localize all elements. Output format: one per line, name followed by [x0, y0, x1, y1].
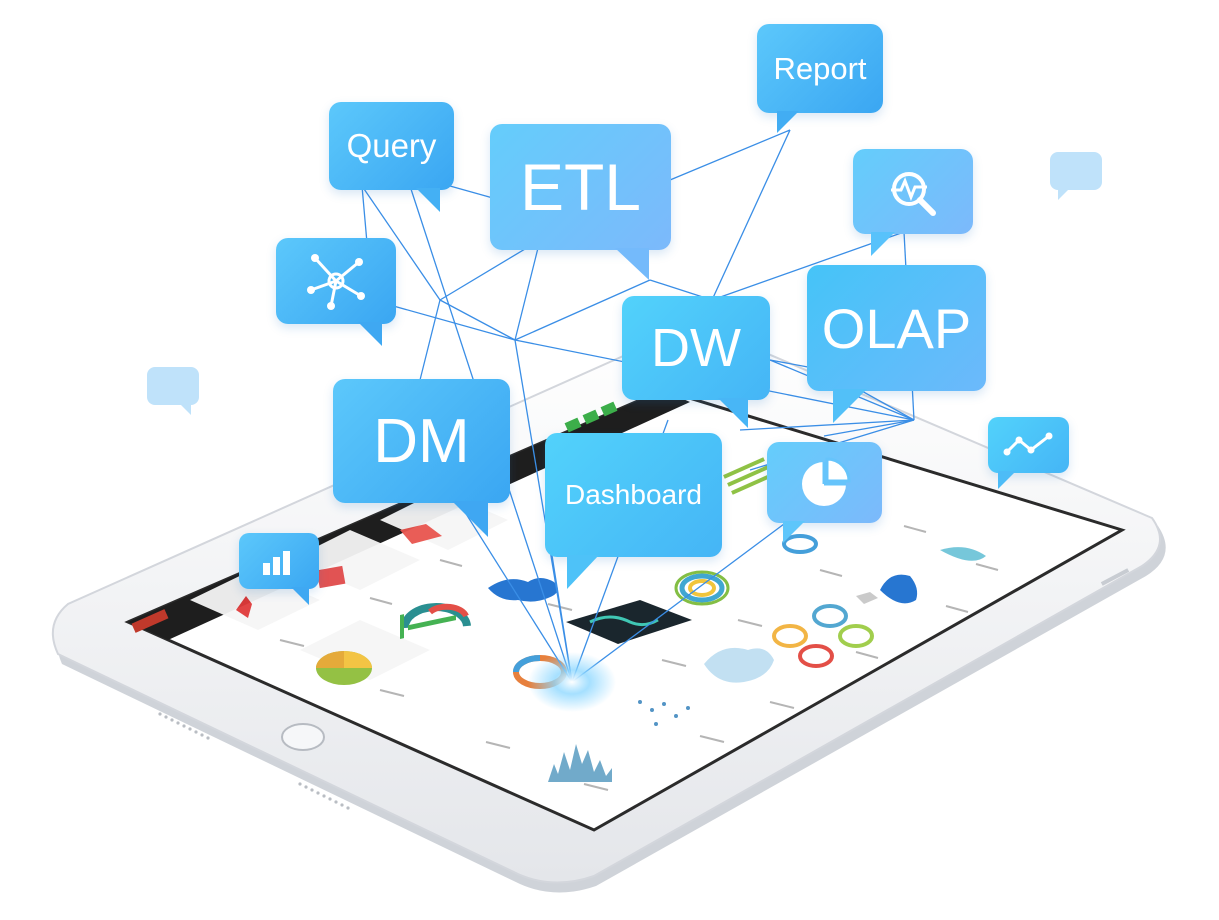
network-icon — [307, 254, 365, 310]
speaker-grille — [158, 712, 350, 810]
line-chart-bubble — [988, 417, 1069, 489]
small-chat-bubble-left — [147, 367, 199, 415]
search-analytics-icon — [891, 171, 936, 216]
dm-bubble: DM — [333, 379, 510, 537]
dashboard-thumbnails — [190, 457, 999, 791]
line-chart-icon — [1003, 432, 1052, 456]
dm-label: DM — [373, 406, 470, 476]
report-bubble: Report — [757, 24, 883, 133]
toolbar-buttons — [564, 401, 618, 433]
query-bubble: Query — [329, 102, 454, 212]
olap-label: OLAP — [821, 296, 972, 360]
search-analytics-bubble — [853, 149, 973, 256]
dashboard-label: Dashboard — [565, 479, 702, 510]
olap-bubble: OLAP — [807, 265, 986, 423]
home-button[interactable] — [281, 723, 325, 751]
etl-label: ETL — [519, 150, 642, 224]
dw-bubble: DW — [622, 296, 770, 428]
glow-hub — [528, 652, 616, 712]
dashboard-bubble: Dashboard — [545, 433, 722, 589]
pie-chart-icon — [801, 456, 851, 506]
dw-label: DW — [651, 318, 741, 378]
small-chat-bubble-right — [1050, 152, 1102, 200]
report-label: Report — [773, 50, 867, 86]
bar-chart-bubble — [239, 533, 319, 605]
app-logo — [131, 609, 169, 633]
etl-bubble: ETL — [490, 124, 671, 280]
pie-chart-bubble — [767, 442, 882, 543]
query-label: Query — [346, 127, 437, 164]
network-bubble — [276, 238, 396, 346]
bar-chart-icon — [263, 551, 290, 575]
